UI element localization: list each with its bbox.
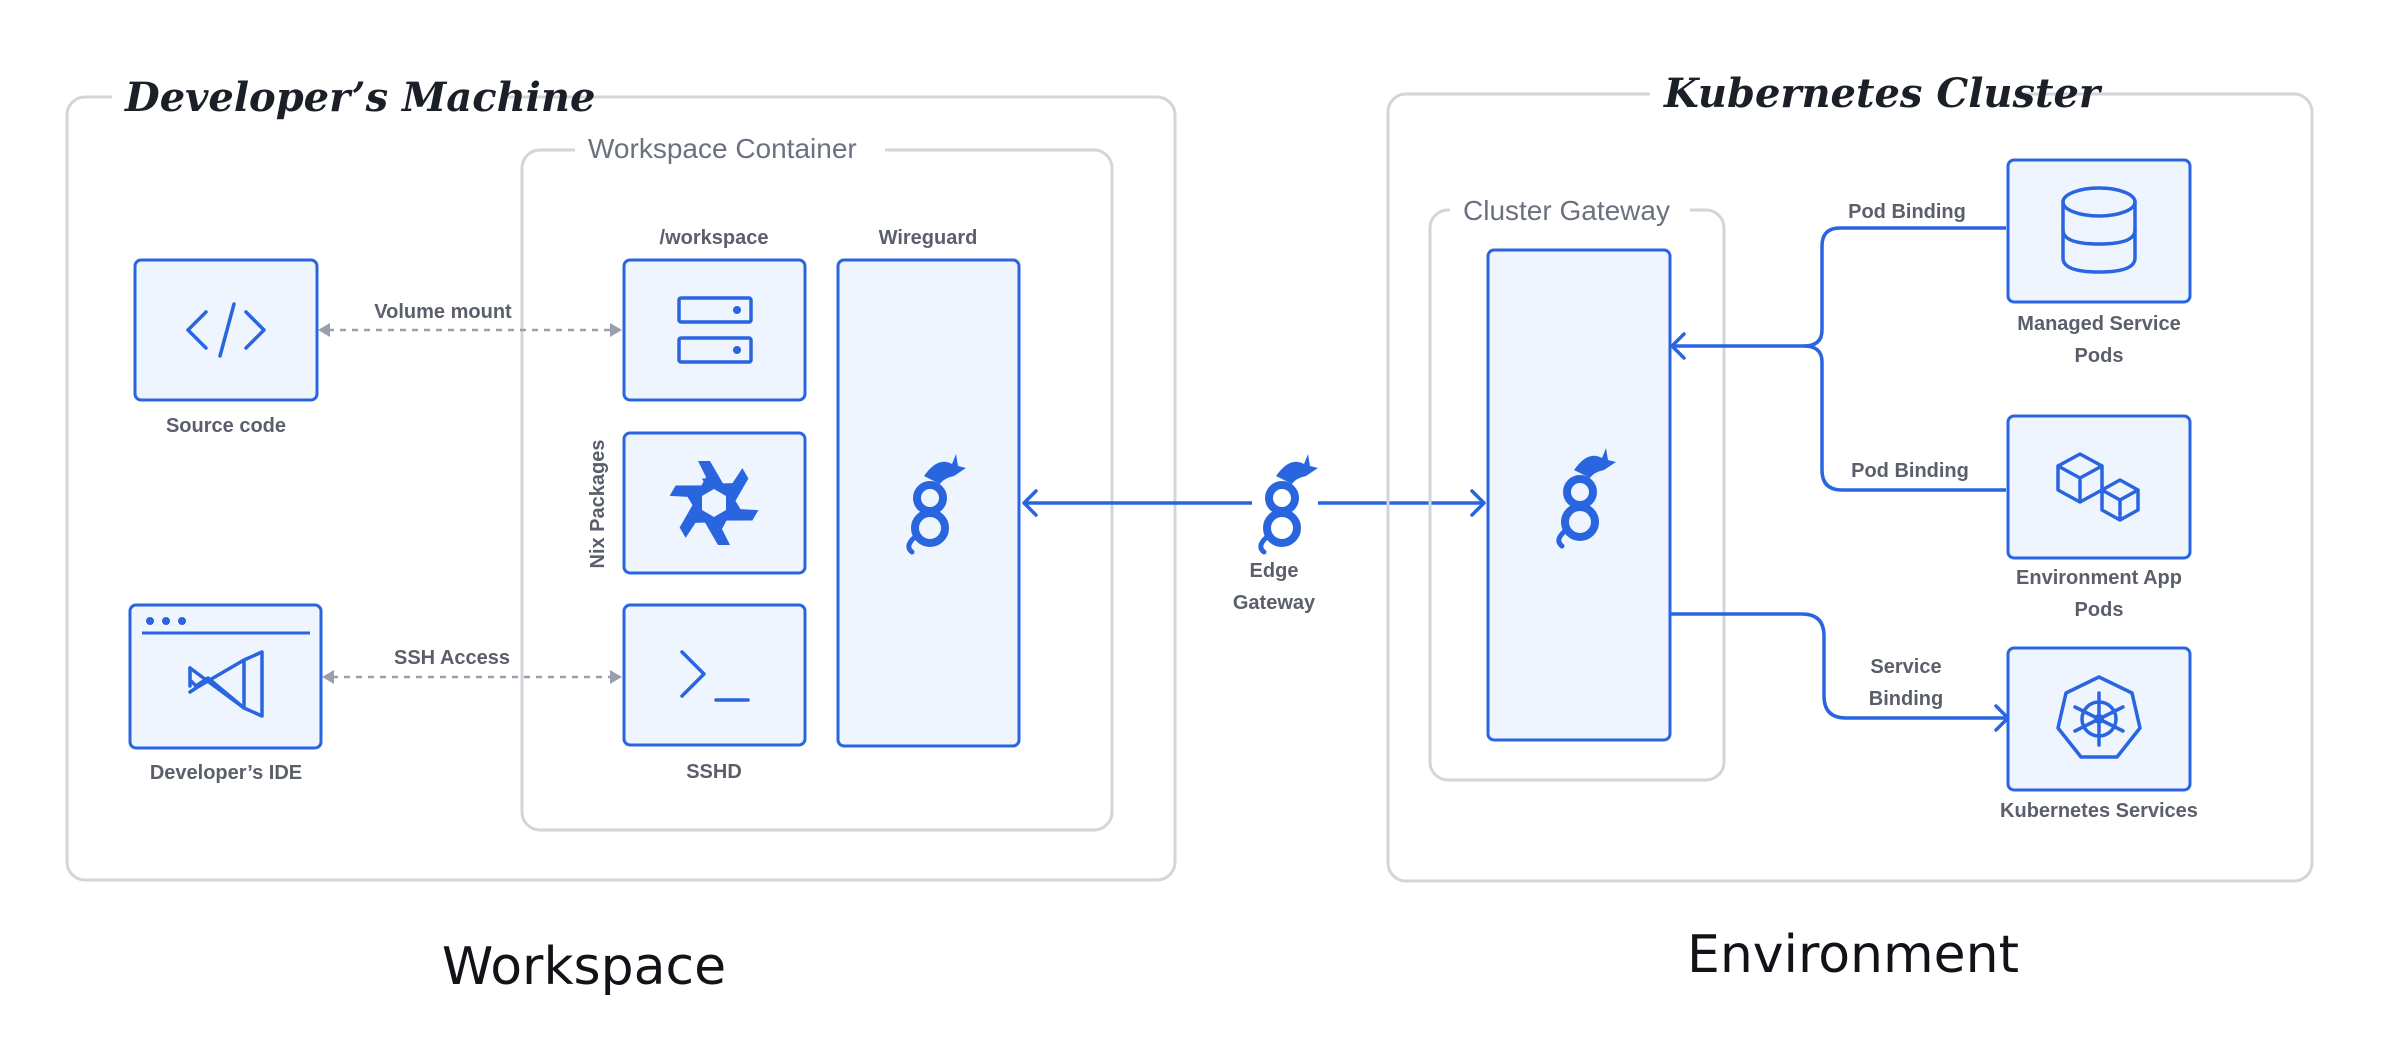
pod-binding-connectors xyxy=(1670,226,2006,492)
ide-card[interactable] xyxy=(128,603,323,750)
ssh-access-label: SSH Access xyxy=(394,647,510,669)
cluster-gateway-title: Cluster Gateway xyxy=(1463,195,1670,226)
service-binding-label-1: Service xyxy=(1870,656,1941,678)
edge-gateway-label-line2: Gateway xyxy=(1233,592,1316,614)
managed-service-label-2: Pods xyxy=(2075,345,2124,367)
volume-mount-connector xyxy=(318,323,622,337)
k8s-card[interactable] xyxy=(2006,646,2192,792)
workspace-footer: Workspace xyxy=(442,937,726,997)
kubernetes-icon xyxy=(2056,675,2142,759)
workspace-container-title: Workspace Container xyxy=(588,133,857,164)
developer-machine-panel xyxy=(65,95,1177,882)
nix-packages-card[interactable] xyxy=(622,431,807,575)
env-app-card[interactable] xyxy=(2006,414,2192,560)
edge-gateway-label-line1: Edge xyxy=(1250,560,1299,582)
nix-snowflake-icon xyxy=(669,461,759,545)
developer-machine-title: Developer’s Machine xyxy=(124,74,595,121)
kubernetes-cluster-title: Kubernetes Cluster xyxy=(1663,70,2103,117)
wireguard-label: Wireguard xyxy=(879,227,978,249)
cluster-gateway-card[interactable] xyxy=(1486,248,1672,742)
pod-binding-label-1: Pod Binding xyxy=(1848,201,1966,223)
volume-mount-label: Volume mount xyxy=(374,301,512,323)
source-code-label: Source code xyxy=(166,415,286,437)
pod-binding-label-2: Pod Binding xyxy=(1851,460,1969,482)
environment-footer: Environment xyxy=(1687,925,2019,985)
ide-label: Developer’s IDE xyxy=(150,762,302,784)
workspace-dir-label: /workspace xyxy=(660,227,769,249)
service-binding-label-2: Binding xyxy=(1869,688,1943,710)
service-binding-connector xyxy=(1670,612,2010,732)
sshd-card[interactable] xyxy=(622,603,807,747)
wireguard-card[interactable] xyxy=(836,258,1021,748)
ssh-access-connector xyxy=(322,670,622,684)
vscode-icon xyxy=(188,650,264,718)
database-icon xyxy=(2061,186,2137,274)
code-icon xyxy=(186,302,266,358)
terminal-icon xyxy=(680,650,750,702)
nix-packages-label: Nix Packages xyxy=(587,440,609,569)
workspace-container-panel xyxy=(520,148,1114,832)
workspace-dir-card[interactable] xyxy=(622,258,807,402)
cubes-icon xyxy=(2056,452,2140,522)
env-app-label-2: Pods xyxy=(2075,599,2124,621)
source-code-card[interactable] xyxy=(133,258,319,402)
server-icon xyxy=(677,296,753,364)
k8s-label: Kubernetes Services xyxy=(2000,800,2198,822)
managed-service-label-1: Managed Service xyxy=(2017,313,2180,335)
env-app-label-1: Environment App xyxy=(2016,567,2182,589)
managed-service-card[interactable] xyxy=(2006,158,2192,304)
sshd-label: SSHD xyxy=(686,761,742,783)
